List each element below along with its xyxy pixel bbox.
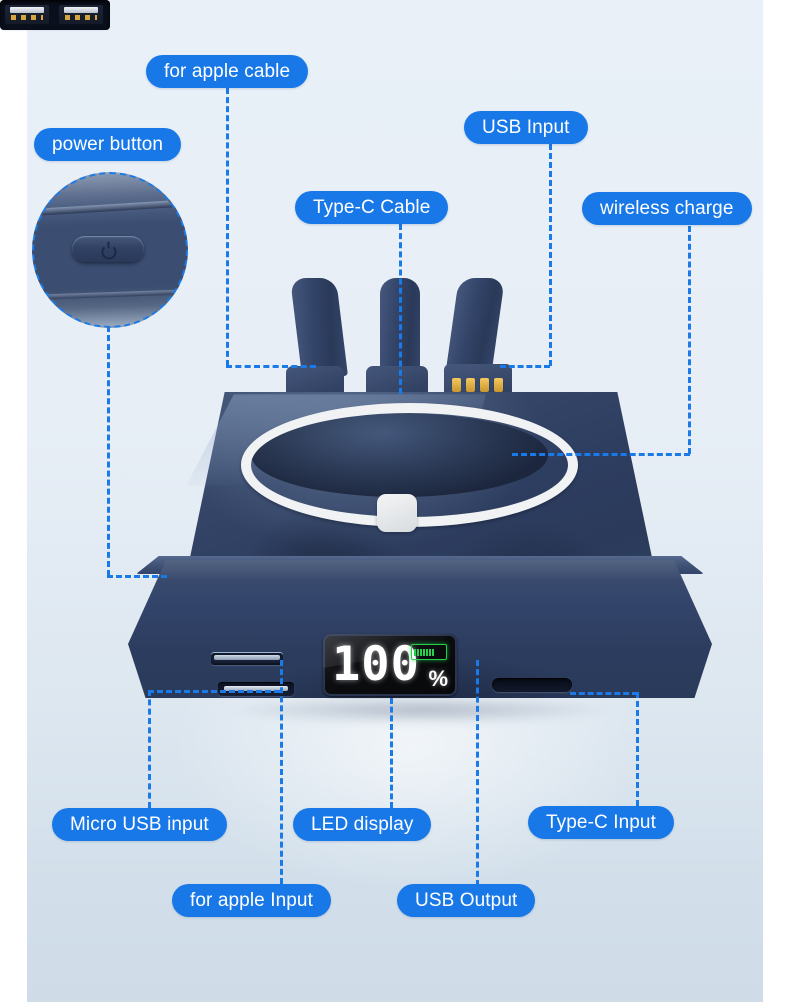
device-drop-shadow <box>150 690 690 730</box>
callout-wireless-charge[interactable]: wireless charge <box>582 192 752 225</box>
callout-label: USB Output <box>415 889 518 911</box>
callout-label: Type-C Input <box>546 811 656 833</box>
micro-usb-port <box>211 652 283 665</box>
device-seam-lower <box>34 289 186 300</box>
callout-type-c-cable[interactable]: Type-C Cable <box>295 191 449 224</box>
leader-power-button-horizontal <box>107 575 167 578</box>
callout-label: Type-C Cable <box>313 196 431 218</box>
cable-strap <box>289 278 349 376</box>
callout-micro-usb-input[interactable]: Micro USB input <box>52 808 227 841</box>
cable-strap <box>445 278 505 376</box>
leader-wireless-charge-vertical <box>688 226 691 454</box>
leader-type-c-cable <box>399 224 402 394</box>
leader-type-c-input-horizontal <box>570 692 638 695</box>
callout-label: power button <box>52 133 164 155</box>
leader-micro-usb-vertical <box>148 690 151 808</box>
leader-led-display <box>390 698 393 808</box>
device-seam <box>34 198 186 217</box>
callout-type-c-input[interactable]: Type-C Input <box>528 806 674 839</box>
leader-usb-input-vertical <box>549 144 552 366</box>
wireless-alignment-pad <box>377 494 417 532</box>
callout-led-display[interactable]: LED display <box>293 808 432 841</box>
usb-pins-2 <box>65 15 97 20</box>
power-icon <box>101 241 117 260</box>
callout-label: for apple Input <box>190 889 313 911</box>
callout-label: wireless charge <box>600 197 734 219</box>
leader-apple-input-vertical <box>280 660 283 884</box>
usb-tongue-2 <box>64 7 98 13</box>
usb-a-output-ports <box>0 0 110 30</box>
callout-apple-input[interactable]: for apple Input <box>172 884 331 917</box>
led-percent-symbol: % <box>428 666 448 691</box>
usb-pins-1 <box>11 15 43 20</box>
leader-wireless-charge-horizontal <box>512 453 690 456</box>
leader-usb-output-vertical <box>476 660 479 886</box>
power-button[interactable] <box>72 236 144 262</box>
battery-full-icon <box>411 644 447 660</box>
callout-label: LED display <box>311 813 414 835</box>
power-button-magnifier-inset <box>32 172 188 328</box>
callout-label: Micro USB input <box>70 813 209 835</box>
leader-usb-input-horizontal <box>500 365 550 368</box>
leader-type-c-input-vertical <box>636 692 639 806</box>
leader-micro-usb-horizontal <box>148 690 280 693</box>
callout-power-button[interactable]: power button <box>34 128 182 161</box>
usb-a-connector-icon <box>452 378 508 392</box>
callout-apple-cable[interactable]: for apple cable <box>146 55 309 88</box>
usb-tongue-1 <box>10 7 44 13</box>
type-c-input-port <box>492 678 572 692</box>
led-battery-value: 100 <box>332 637 420 692</box>
leader-apple-cable-horizontal <box>226 365 316 368</box>
callout-label: for apple cable <box>164 60 291 82</box>
callout-label: USB Input <box>482 116 570 138</box>
led-display-screen: 100 % <box>323 634 457 696</box>
callout-usb-output[interactable]: USB Output <box>397 884 536 917</box>
leader-apple-cable-vertical <box>226 88 229 366</box>
callout-usb-input[interactable]: USB Input <box>464 111 588 144</box>
leader-power-button-vertical <box>107 326 110 576</box>
